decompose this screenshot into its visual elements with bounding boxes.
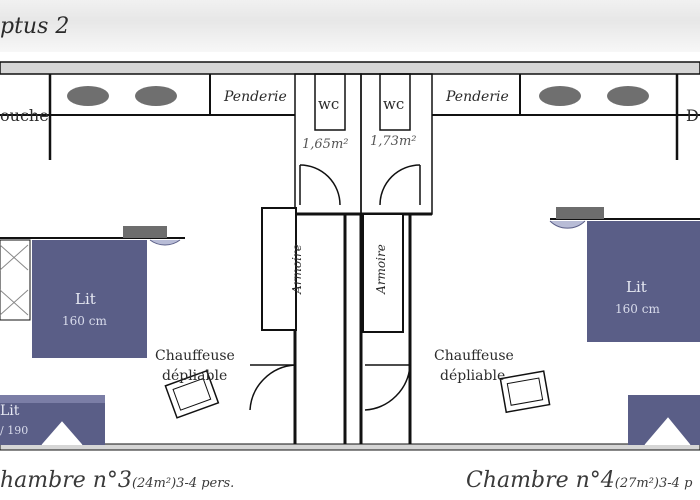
chauffeuse-right xyxy=(499,370,551,414)
room-label-left: hambre n°3(24m²)3-4 pers. xyxy=(0,468,234,493)
label-penderie-left: Penderie xyxy=(224,89,287,105)
room-right-name: Chambre n°4 xyxy=(466,468,615,493)
label-lit-right: Lit xyxy=(626,278,647,296)
small-bed-right-fold xyxy=(644,417,691,446)
left-bed xyxy=(32,240,147,358)
door-left xyxy=(249,364,296,411)
left-bed-pattern xyxy=(0,244,29,316)
label-chauffeuse-left-2: dépliable xyxy=(162,368,228,384)
left-oval-2 xyxy=(135,86,177,106)
left-oval-1 xyxy=(67,86,109,106)
label-douche: ouche xyxy=(0,106,49,125)
right-bed xyxy=(587,221,700,342)
room-left-area: (24m²) xyxy=(131,476,177,491)
label-lit-small: Lit xyxy=(0,403,20,419)
right-nightstand xyxy=(556,207,604,219)
right-oval-2 xyxy=(607,86,649,106)
small-bed-left-fold xyxy=(41,421,83,446)
label-chauffeuse-right-2: dépliable xyxy=(440,368,506,384)
header-title: ptus 2 xyxy=(0,14,70,39)
label-wc-right-area: 1,73m² xyxy=(370,134,417,149)
left-nightstand xyxy=(123,226,167,238)
header-band xyxy=(0,0,700,52)
label-lit-left-size: 160 cm xyxy=(62,314,107,328)
armoire-right xyxy=(362,213,404,333)
label-lit-small-size: / 190 xyxy=(0,424,29,437)
room-right-capacity: 3-4 p xyxy=(659,476,693,491)
chauffeuse-left xyxy=(164,369,220,419)
bottom-wall xyxy=(0,443,700,451)
label-lit-right-size: 160 cm xyxy=(615,302,660,316)
label-lit-left: Lit xyxy=(75,290,96,308)
label-chauffeuse-left-1: Chauffeuse xyxy=(155,348,235,364)
room-label-right: Chambre n°4(27m²)3-4 p xyxy=(466,468,692,493)
right-lamp xyxy=(549,220,586,229)
label-douche-right: D xyxy=(686,106,699,125)
label-wc-left-area: 1,65m² xyxy=(302,137,349,152)
room-right-area: (27m²) xyxy=(614,476,659,491)
label-chauffeuse-right-1: Chauffeuse xyxy=(434,348,514,364)
label-armoire-left: Armoire xyxy=(289,244,304,294)
door-right xyxy=(364,364,411,411)
right-oval-1 xyxy=(539,86,581,106)
label-penderie-right: Penderie xyxy=(446,89,509,105)
label-armoire-right: Armoire xyxy=(373,244,388,294)
armoire-left xyxy=(261,207,297,331)
room-left-name: hambre n°3 xyxy=(0,468,132,493)
room-left-capacity: 3-4 pers. xyxy=(176,476,235,491)
top-wall xyxy=(0,61,700,75)
left-lamp xyxy=(149,239,181,246)
left-bed-side xyxy=(0,239,31,321)
label-wc-left: wc xyxy=(318,95,340,113)
label-wc-right: wc xyxy=(383,95,405,113)
